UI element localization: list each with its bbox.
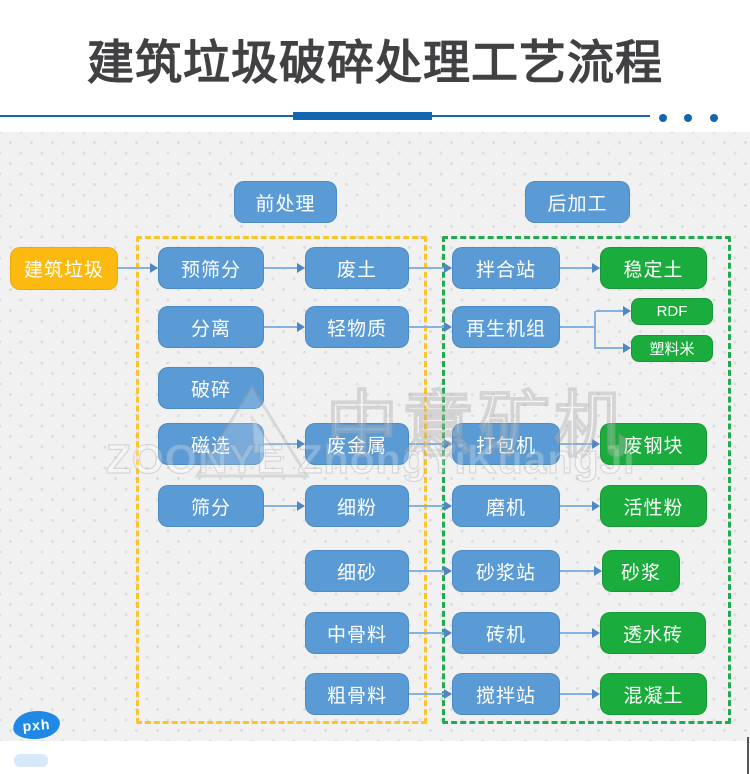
edge-soil-to-mixstation [409,267,446,269]
arrowhead-mixplant-to-concrete [592,689,600,699]
edge-midagg-to-brickmach [409,632,446,634]
node-mixing-plant: 搅拌站 [452,673,560,715]
edge-prescreen-to-soil [264,267,299,269]
node-stabilized-soil: 稳定土 [600,247,707,289]
node-regeneration-unit: 再生机组 [452,306,560,348]
edge-regen-split [596,310,624,312]
edge-regen-split [594,311,596,349]
arrowhead-soil-to-mixstation [444,263,452,273]
arrowhead-scrapmetal-to-baler [444,439,452,449]
edge-brickmach-to-permbrick [560,632,594,634]
edge-waste-to-prescreen [118,267,152,269]
group-pre-processing [136,236,427,724]
node-construction-waste: 建筑垃圾 [10,247,118,290]
node-waste-soil: 废土 [305,247,409,289]
node-crushing: 破碎 [158,367,264,409]
edge-finepowder-to-mill [409,505,446,507]
node-coarse-aggregate: 粗骨料 [305,673,409,715]
node-stage-pre: 前处理 [234,181,337,223]
node-rdf: RDF [631,298,713,325]
edge-screening-to-finepowder [264,505,299,507]
pxh-underline [14,754,48,767]
node-screening: 筛分 [158,485,264,527]
node-mortar-station: 砂浆站 [452,550,560,592]
node-fine-sand: 细砂 [305,550,409,592]
arrowhead-waste-to-prescreen [150,263,158,273]
arrowhead-regen-split [623,306,631,316]
node-brick-machine: 砖机 [452,612,560,654]
edge-mixplant-to-concrete [560,693,594,695]
divider-dot [684,114,692,122]
edge-mixstation-to-stabsoil [560,267,594,269]
node-mill: 磨机 [452,485,560,527]
edge-scrapmetal-to-baler [409,443,446,445]
arrowhead-midagg-to-brickmach [444,628,452,638]
arrowhead-light-to-regen [444,322,452,332]
arrowhead-separation-to-light [297,322,305,332]
node-medium-aggregate: 中骨料 [305,612,409,654]
arrowhead-coarseagg-to-mixplant [444,689,452,699]
node-scrap-metal: 废金属 [305,423,409,465]
node-light-material: 轻物质 [305,306,409,348]
node-concrete: 混凝土 [600,673,707,715]
edge-coarseagg-to-mixplant [409,693,446,695]
edge-magsep-to-scrapmetal [264,443,299,445]
edge-light-to-regen [409,326,446,328]
group-post-processing [442,236,731,724]
node-stage-post: 后加工 [525,181,630,223]
divider-dot [659,114,667,122]
edge-regen-split [560,326,595,328]
node-permeable-brick: 透水砖 [600,612,706,654]
edge-mortarsta-to-mortar [560,570,596,572]
pxh-badge-label: pxh [21,715,52,735]
arrowhead-mixstation-to-stabsoil [592,263,600,273]
arrowhead-mill-to-activepowder [592,501,600,511]
divider-accent-bar [293,112,432,120]
arrowhead-finepowder-to-mill [444,501,452,511]
node-active-powder: 活性粉 [600,485,707,527]
arrowhead-finesand-to-mortarsta [444,566,452,576]
node-mixing-station: 拌合站 [452,247,560,289]
divider-dot [710,114,718,122]
page-title: 建筑垃圾破碎处理工艺流程 [87,36,663,89]
node-baler: 打包机 [452,423,560,465]
edge-finesand-to-mortarsta [409,570,446,572]
node-separation: 分离 [158,306,264,348]
node-magnetic-separation: 磁选 [158,423,264,465]
node-plastic-pellets: 塑料米 [631,335,713,362]
node-scrap-steel-block: 废钢块 [600,423,707,465]
scrollbar-fragment[interactable] [747,737,749,774]
node-fine-powder: 细粉 [305,485,409,527]
arrowhead-mortarsta-to-mortar [594,566,602,576]
node-pre-screening: 预筛分 [158,247,264,289]
edge-regen-split [596,347,624,349]
arrowhead-screening-to-finepowder [297,501,305,511]
arrowhead-magsep-to-scrapmetal [297,439,305,449]
edge-separation-to-light [264,326,299,328]
arrowhead-baler-to-steelblock [592,439,600,449]
edge-mill-to-activepowder [560,505,594,507]
arrowhead-brickmach-to-permbrick [592,628,600,638]
node-mortar: 砂浆 [602,550,680,592]
arrowhead-prescreen-to-soil [297,263,305,273]
edge-baler-to-steelblock [560,443,594,445]
header: 建筑垃圾破碎处理工艺流程 [0,0,750,132]
arrowhead-regen-split [623,343,631,353]
